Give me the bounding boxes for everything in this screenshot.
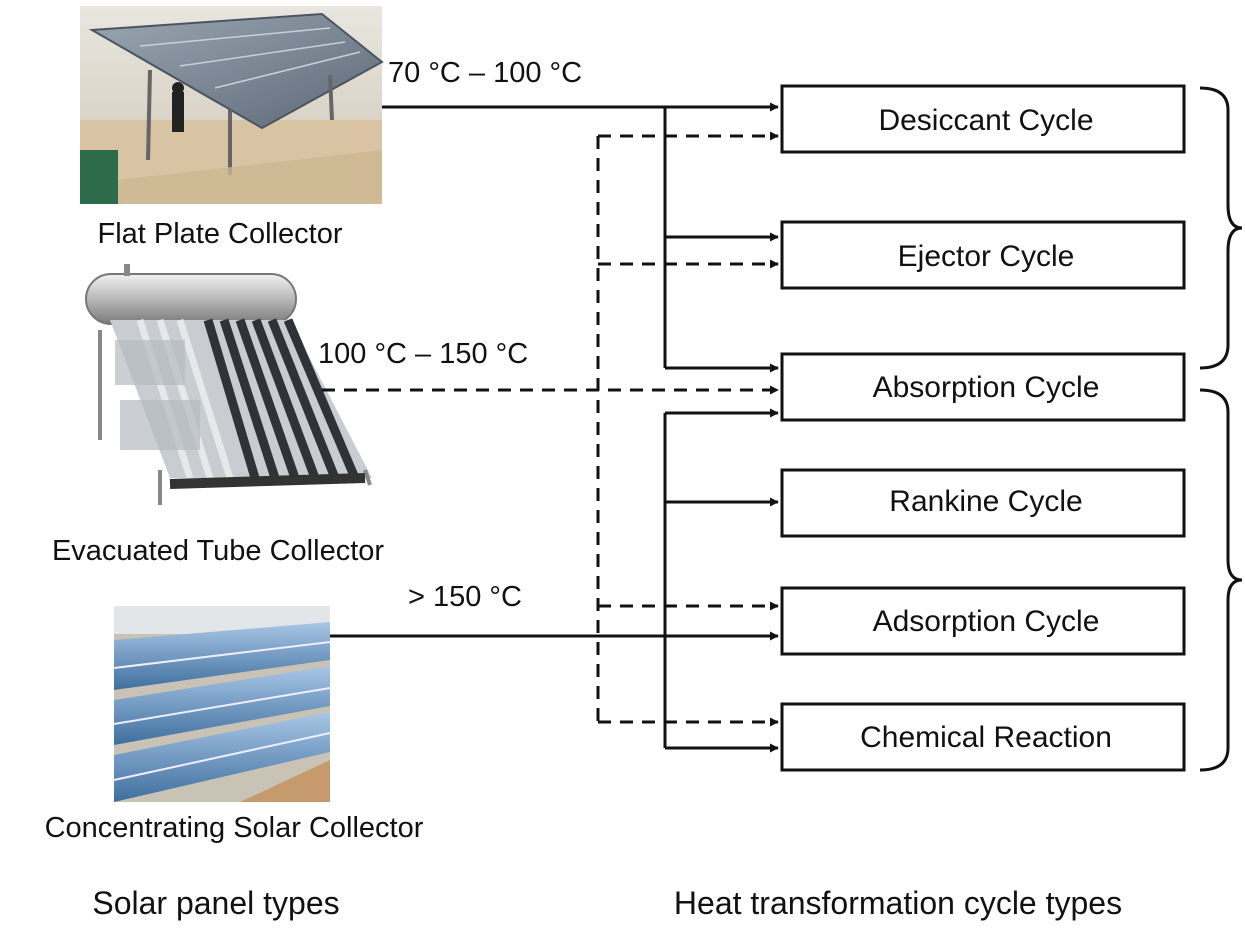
cycle-box-chemical: Chemical Reaction xyxy=(780,702,1186,772)
footer-heat-cycle-types: Heat transformation cycle types xyxy=(674,885,1122,921)
cycle-label-absorption: Absorption Cycle xyxy=(873,371,1100,404)
brace-upper xyxy=(1199,86,1243,370)
evacuated-tube-caption: Evacuated Tube Collector xyxy=(52,535,384,567)
temp-label-concentrating: > 150 °C xyxy=(408,581,522,613)
brace-lower xyxy=(1199,388,1243,772)
temp-label-evacuated: 100 °C – 150 °C xyxy=(318,338,528,370)
cycle-label-desiccant: Desiccant Cycle xyxy=(878,104,1093,137)
concentrating-connectors xyxy=(330,408,779,753)
concentrating-solar-collector-image xyxy=(113,606,331,802)
evacuated-tube-collector-image xyxy=(85,264,372,505)
cycle-label-rankine: Rankine Cycle xyxy=(889,485,1082,518)
cycle-label-ejector: Ejector Cycle xyxy=(898,240,1075,273)
footer-solar-panel-types: Solar panel types xyxy=(92,885,339,921)
cycle-box-absorption: Absorption Cycle xyxy=(780,352,1186,422)
cycle-box-desiccant: Desiccant Cycle xyxy=(780,84,1186,154)
concentrating-solar-caption: Concentrating Solar Collector xyxy=(45,812,424,844)
cycle-label-adsorption: Adsorption Cycle xyxy=(873,605,1100,638)
cycle-box-ejector: Ejector Cycle xyxy=(780,220,1186,290)
flat-plate-caption: Flat Plate Collector xyxy=(98,218,343,250)
cycle-box-rankine: Rankine Cycle xyxy=(780,468,1186,538)
flat-plate-collector-image xyxy=(80,6,384,204)
temp-label-flat: 70 °C – 100 °C xyxy=(388,57,582,89)
cycle-label-chemical: Chemical Reaction xyxy=(860,721,1112,754)
evacuated-tube-connectors xyxy=(322,131,779,727)
flat-plate-connectors xyxy=(382,102,779,373)
cycle-box-adsorption: Adsorption Cycle xyxy=(780,586,1186,656)
